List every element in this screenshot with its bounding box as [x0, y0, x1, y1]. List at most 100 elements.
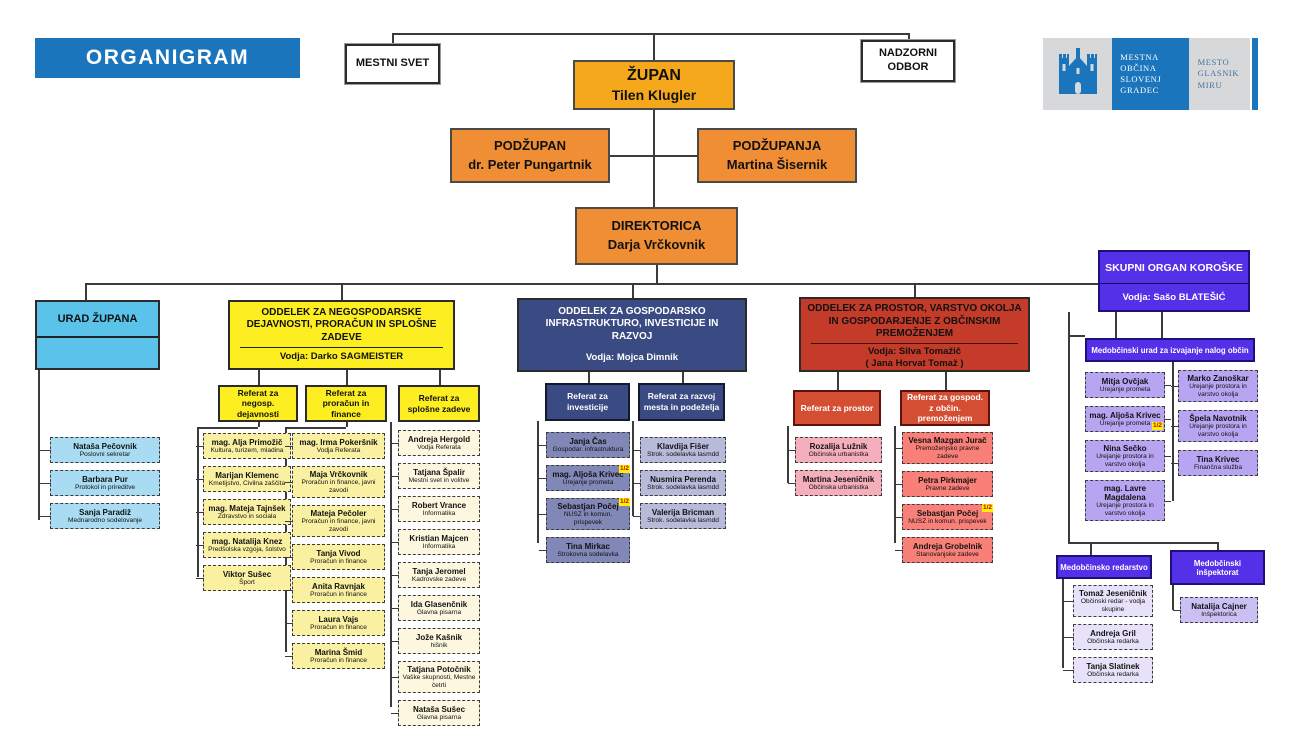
zupan-title: ŽUPAN — [627, 66, 681, 84]
skupni-organ-title: SKUPNI ORGAN KOROŠKE — [1100, 252, 1248, 284]
person-name: Kristian Majcen — [409, 533, 469, 543]
connector-line — [1062, 578, 1064, 668]
zupan-name: Tilen Klugler — [611, 87, 697, 104]
person-role: Kadrovske zadeve — [411, 576, 467, 584]
person-role: Urejanje prometa — [562, 479, 614, 487]
person-name: Špela Navotnik — [1189, 414, 1247, 423]
referat-prostor: Referat za prostor — [793, 390, 881, 426]
podzupan-name: dr. Peter Pungartnik — [468, 156, 592, 172]
person-name: Nina Sečko — [1103, 444, 1147, 453]
dept-skupni-organ: SKUPNI ORGAN KOROŠKE Vodja: Sašo BLATEŠI… — [1098, 250, 1250, 312]
dept-gospodarska-vodja: Vodja: Mojca Dimnik — [585, 352, 679, 364]
unit-medobcinski-inspektorat: Medobčinski inšpektorat — [1170, 550, 1265, 585]
person-role: Strok. sodelavka lasmdd — [647, 451, 719, 459]
person-role: Finančna služba — [1193, 464, 1243, 472]
person-name: Martina Jeseničnik — [802, 474, 875, 484]
person-name: Nusmira Perenda — [650, 474, 716, 484]
person-name: Andreja Grobelnik — [912, 541, 983, 551]
person-role: Premoženjsko pravne zadeve — [915, 445, 980, 461]
dept-urad-zupana: URAD ŽUPANA — [35, 300, 160, 370]
person-name: Anita Ravnjak — [312, 581, 365, 591]
connector-line — [1172, 585, 1174, 610]
person-role: Vaške skupnosti, Mestne četrti — [402, 674, 476, 690]
connector-line — [258, 422, 260, 427]
person-name: Mitja Ovčjak — [1101, 376, 1149, 386]
person-role: Strok. sodelavka lasmdd — [647, 484, 719, 492]
person-name: Maja Vrčkovnik — [309, 470, 368, 479]
direktorica-name: Darja Vrčkovnik — [607, 237, 706, 252]
node-direktorica: DIREKTORICA Darja Vrčkovnik — [575, 207, 738, 265]
podzupanja-name: Martina Šisernik — [726, 156, 828, 172]
connector-line — [390, 422, 392, 707]
person-role: Občinski redar - vodja skupine — [1080, 598, 1146, 614]
person-role: Glavna pisarna — [416, 609, 462, 617]
person-role: Zdravstvo in sociala — [217, 513, 277, 521]
connector-line — [1068, 542, 1218, 544]
person-role: Proračun in finance, javni zavodi — [301, 479, 376, 495]
person-name: Tomaž Jeseničnik — [1079, 589, 1147, 598]
person-role: Predšolska vzgoja, šolstvo — [208, 546, 286, 554]
connector-line — [1172, 362, 1174, 501]
node-podzupan: PODŽUPAN dr. Peter Pungartnik — [450, 128, 610, 183]
connector-line — [588, 372, 590, 383]
connector-line — [197, 427, 258, 429]
person-role: Občinska urbanistka — [808, 484, 869, 492]
person-name: Tanja Jeromel — [412, 566, 466, 576]
person-role: Proračun in finance — [310, 657, 367, 665]
divider — [240, 347, 443, 349]
person-name: Andreja Hergold — [407, 434, 471, 444]
dept-prostor-title: ODDELEK ZA PROSTOR, VARSTVO OKOLJA IN GO… — [807, 303, 1022, 339]
connector-line — [656, 265, 658, 283]
connector-line — [346, 422, 348, 427]
connector-line — [439, 370, 441, 386]
municipality-logo: MESTNA OBČINA SLOVENJ GRADEC MESTO GLASN… — [1043, 38, 1258, 110]
connector-line — [1068, 335, 1085, 337]
divider — [811, 342, 1018, 344]
connector-line — [1090, 542, 1092, 555]
person-role: Informatika — [422, 543, 456, 551]
person-role: Strok. sodelavka lasmdd — [647, 517, 719, 525]
person-role: Urejanje prometa — [1099, 386, 1151, 394]
half-position-badge: 1/2 — [618, 465, 630, 473]
person-role: Proračun in finance — [310, 558, 367, 566]
person-role: Šport — [239, 579, 255, 587]
person-role: Protokol in prireditve — [74, 484, 136, 492]
person-role: hišnik — [430, 642, 448, 650]
person-name: Rozalija Lužnik — [809, 441, 868, 451]
person-role: Proračun in finance — [310, 624, 367, 632]
logo-motto: MESTO GLASNIK MIRU — [1188, 38, 1251, 110]
node-podzupanja: PODŽUPANJA Martina Šisernik — [697, 128, 857, 183]
half-position-badge: 1/2 — [618, 498, 630, 506]
unit-medobcinsko-redarstvo: Medobčinsko redarstvo — [1056, 555, 1152, 579]
person-name: Ida Glasenčnik — [410, 599, 468, 609]
